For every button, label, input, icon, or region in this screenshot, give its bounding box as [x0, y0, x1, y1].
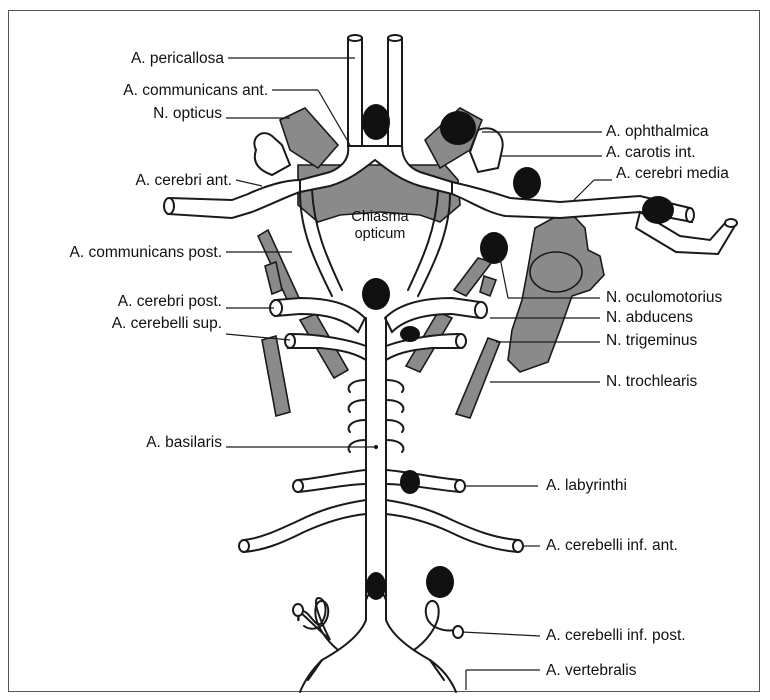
nerve-structures: [254, 108, 604, 418]
right-trigeminal-ganglion: [530, 252, 582, 292]
vessel-end: [293, 480, 303, 492]
label-trochlearis: N. trochlearis: [606, 373, 698, 390]
left-carotis-stub: [254, 133, 290, 175]
vessel-end: [348, 35, 362, 41]
vessel-end: [239, 540, 249, 552]
right-labyrinthine-artery: [386, 470, 460, 492]
label-labyrinthi: A. labyrinthi: [546, 477, 627, 494]
label-opticus: N. opticus: [153, 105, 222, 122]
label-vertebralis: A. vertebralis: [546, 662, 637, 679]
vessel-end: [456, 334, 466, 348]
label-communicans-ant: A. communicans ant.: [123, 82, 268, 99]
right-carotid-blob: [513, 167, 541, 199]
label-communicans-post: A. communicans post.: [70, 244, 222, 261]
vessel-end: [513, 540, 523, 552]
label-ophthalmica: A. ophthalmica: [606, 123, 709, 140]
left-trochlear-stub: [262, 336, 290, 416]
vessel-end: [455, 480, 465, 492]
right-trochlear-stub: [456, 338, 500, 418]
right-trochlear-blob: [400, 326, 420, 342]
label-cerebri-ant: A. cerebri ant.: [136, 172, 233, 189]
vessel-end: [164, 198, 174, 214]
vessel-end: [475, 302, 487, 318]
right-abducens-stub: [480, 276, 496, 296]
right-ophthalmic-blob: [440, 111, 476, 145]
right-pericallosal-artery: [388, 38, 402, 146]
label-trigeminus: N. trigeminus: [606, 332, 698, 349]
chiasma-label-line1: Chiasma: [351, 209, 409, 225]
left-posterior-inferior-cerebellar-artery: [298, 598, 330, 640]
left-anterior-inferior-cerebellar-artery: [244, 500, 366, 552]
vessel-end: [686, 208, 694, 222]
vessel-end: [453, 626, 463, 638]
vessel-end: [388, 35, 402, 41]
pontine-branches: [349, 380, 404, 452]
vessel-end: [293, 604, 303, 616]
mammillary-blob: [362, 278, 390, 310]
left-labyrinthine-artery: [298, 470, 366, 492]
label-oculomotorius: N. oculomotorius: [606, 289, 723, 306]
label-pericallosa: A. pericallosa: [131, 50, 224, 67]
label-cerebri-post: A. cerebri post.: [118, 293, 222, 310]
label-cerebelli-sup: A. cerebelli sup.: [112, 315, 222, 332]
chiasma-label-line2: opticum: [355, 226, 406, 242]
right-labyrinth-blob: [400, 470, 420, 494]
right-oculomotor-blob: [480, 232, 508, 264]
label-cerebri-media: A. cerebri media: [616, 165, 729, 182]
right-anterior-inferior-cerebellar-artery: [386, 500, 518, 552]
label-basilaris: A. basilaris: [146, 434, 222, 451]
right-mca-blob: [642, 196, 674, 224]
left-pericallosal-artery: [348, 38, 362, 146]
vertebral-junction-blob: [366, 572, 386, 600]
label-carotis-int: A. carotis int.: [606, 144, 696, 161]
left-oculomotor-stub: [258, 230, 300, 306]
label-cerebelli-inf-ant: A. cerebelli inf. ant.: [546, 537, 678, 554]
left-optic-nerve: [280, 108, 338, 168]
label-cerebelli-inf-post: A. cerebelli inf. post.: [546, 627, 686, 644]
label-abducens: N. abducens: [606, 309, 693, 326]
right-pica-loop: [414, 601, 456, 650]
vessel-end: [725, 219, 737, 227]
pituitary-blob: [362, 104, 390, 140]
vessel-end: [285, 334, 295, 348]
right-pica-blob: [426, 566, 454, 598]
